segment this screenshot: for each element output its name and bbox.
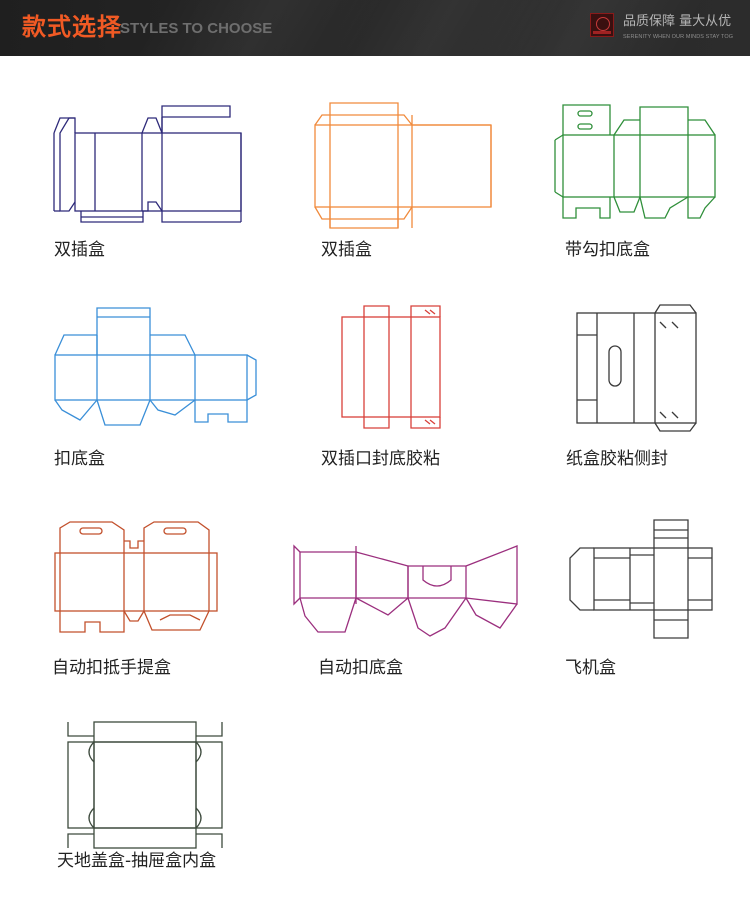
section-title: 款式选择 [22,13,122,41]
header-banner: 款式选择 STYLES TO CHOOSE 品质保障 量大从优 SERENITY… [0,0,750,56]
style-label: 天地盖盒-抽屉盒内盒 [57,851,217,871]
section-subtitle: STYLES TO CHOOSE [120,20,273,37]
style-label: 双插盒 [321,240,372,260]
style-label: 带勾扣底盒 [565,240,650,260]
brand-logo-icon [590,13,614,37]
style-label: 双插口封底胶粘 [321,449,440,469]
style-label: 飞机盒 [565,658,616,678]
tagline: 品质保障 量大从优 [623,14,732,29]
style-label: 纸盒胶粘侧封 [566,449,668,469]
tagline-english: SERENITY WHEN OUR MINDS STAY TOG [623,34,734,40]
style-label: 扣底盒 [54,449,105,469]
style-label: 自动扣底盒 [318,658,403,678]
style-label: 自动扣抵手提盒 [52,658,171,678]
style-label: 双插盒 [54,240,105,260]
